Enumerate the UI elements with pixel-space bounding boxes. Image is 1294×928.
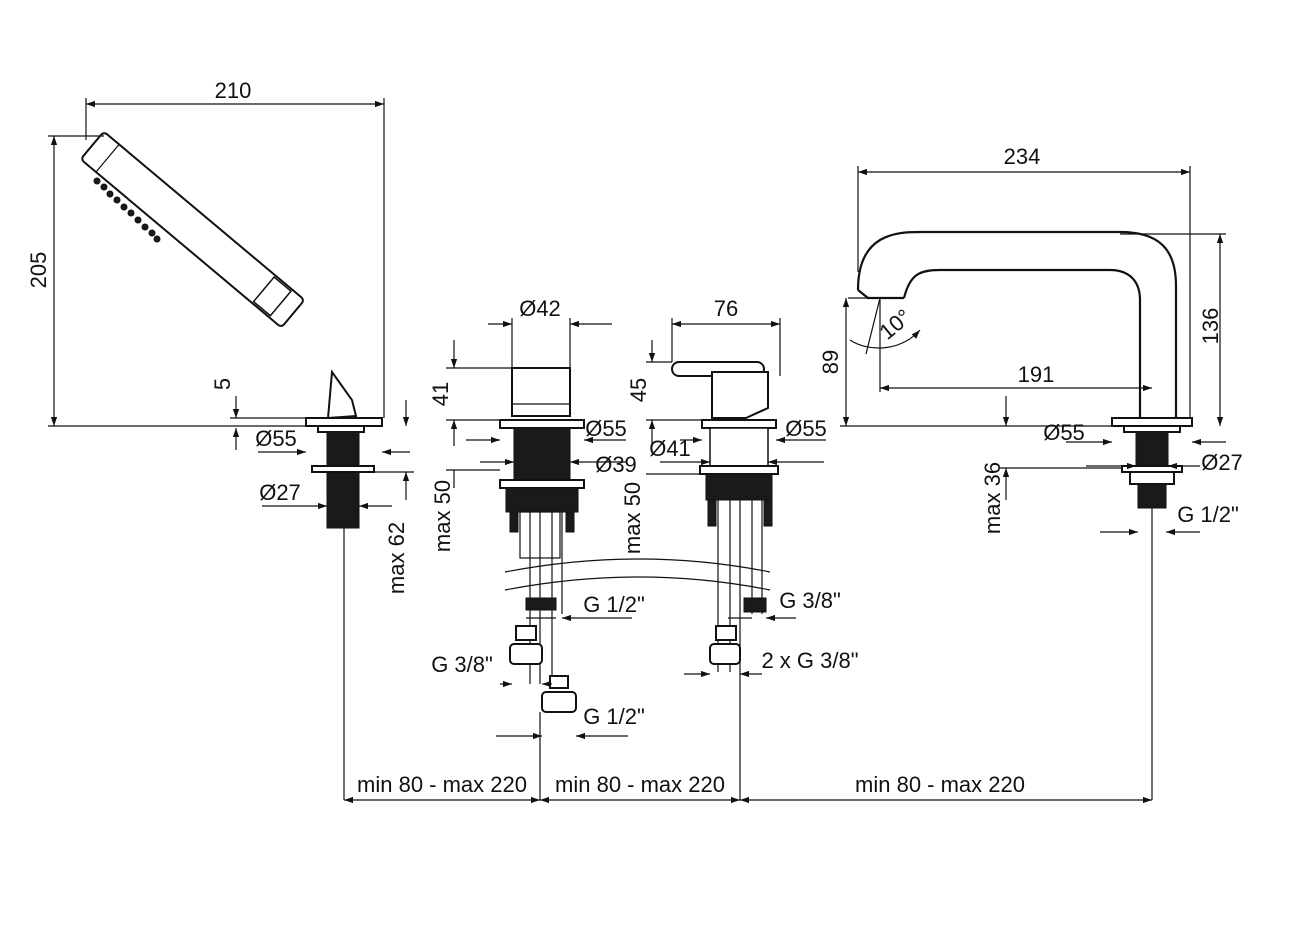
spout-depth-label: max 36 xyxy=(980,462,1005,534)
handle-diameter-label: Ø42 xyxy=(519,296,561,321)
mixer-flange-label: Ø55 xyxy=(785,416,827,441)
plate-offset-label: 5 xyxy=(210,378,235,390)
spout-reach-label: 234 xyxy=(1004,144,1041,169)
valve-inlet-thread-2-label: G 1/2" xyxy=(583,704,645,729)
spacing-3-label: min 80 - max 220 xyxy=(855,772,1025,797)
lever-length-label: 76 xyxy=(714,296,738,321)
hand-shower-height-label: 205 xyxy=(26,252,51,289)
hand-shower-depth-label: max 62 xyxy=(384,522,409,594)
spout-thread-label: G 1/2" xyxy=(1177,502,1239,527)
bath-spout: 234 136 89 10° 191 Ø55 Ø27 max 36 G 1/2" xyxy=(818,144,1243,800)
hand-shower: 210 205 5 Ø55 Ø27 max 62 xyxy=(26,78,414,800)
valve-shank-label: Ø39 xyxy=(595,452,637,477)
spout-outlet-height-label: 89 xyxy=(818,350,843,374)
spray-nozzles xyxy=(93,177,161,243)
spacing-dimensions: min 80 - max 220 min 80 - max 220 min 80… xyxy=(344,772,1152,804)
valve-body-height-label: 41 xyxy=(428,382,453,406)
mixer-right-thread-label: G 3/8" xyxy=(779,588,841,613)
spout-centre-label: 191 xyxy=(1018,362,1055,387)
valve-depth-label: max 50 xyxy=(430,480,455,552)
spacing-2-label: min 80 - max 220 xyxy=(555,772,725,797)
spout-shank-label: Ø27 xyxy=(1201,450,1243,475)
hand-shower-shank-label: Ø27 xyxy=(259,480,301,505)
diverter-valve: Ø42 41 Ø55 Ø39 max 50 G 1/2" G 3/8" G 1/… xyxy=(428,296,771,800)
spout-height-label: 136 xyxy=(1198,308,1223,345)
valve-flange-label: Ø55 xyxy=(585,416,627,441)
valve-outlet-thread-label: G 1/2" xyxy=(583,592,645,617)
mixer-height-label: 45 xyxy=(626,378,651,402)
mixer-depth-label: max 50 xyxy=(620,482,645,554)
valve-inlet-thread-label: G 3/8" xyxy=(431,652,493,677)
mixer-valve: 76 45 Ø41 Ø55 max 50 G 3/8" 2 x G 3/8" xyxy=(620,296,859,800)
spout-flange-label: Ø55 xyxy=(1043,420,1085,445)
spacing-1-label: min 80 - max 220 xyxy=(357,772,527,797)
hand-shower-width-label: 210 xyxy=(215,78,252,103)
hand-shower-flange-label: Ø55 xyxy=(255,426,297,451)
mixer-inlet-threads-label: 2 x G 3/8" xyxy=(761,648,858,673)
